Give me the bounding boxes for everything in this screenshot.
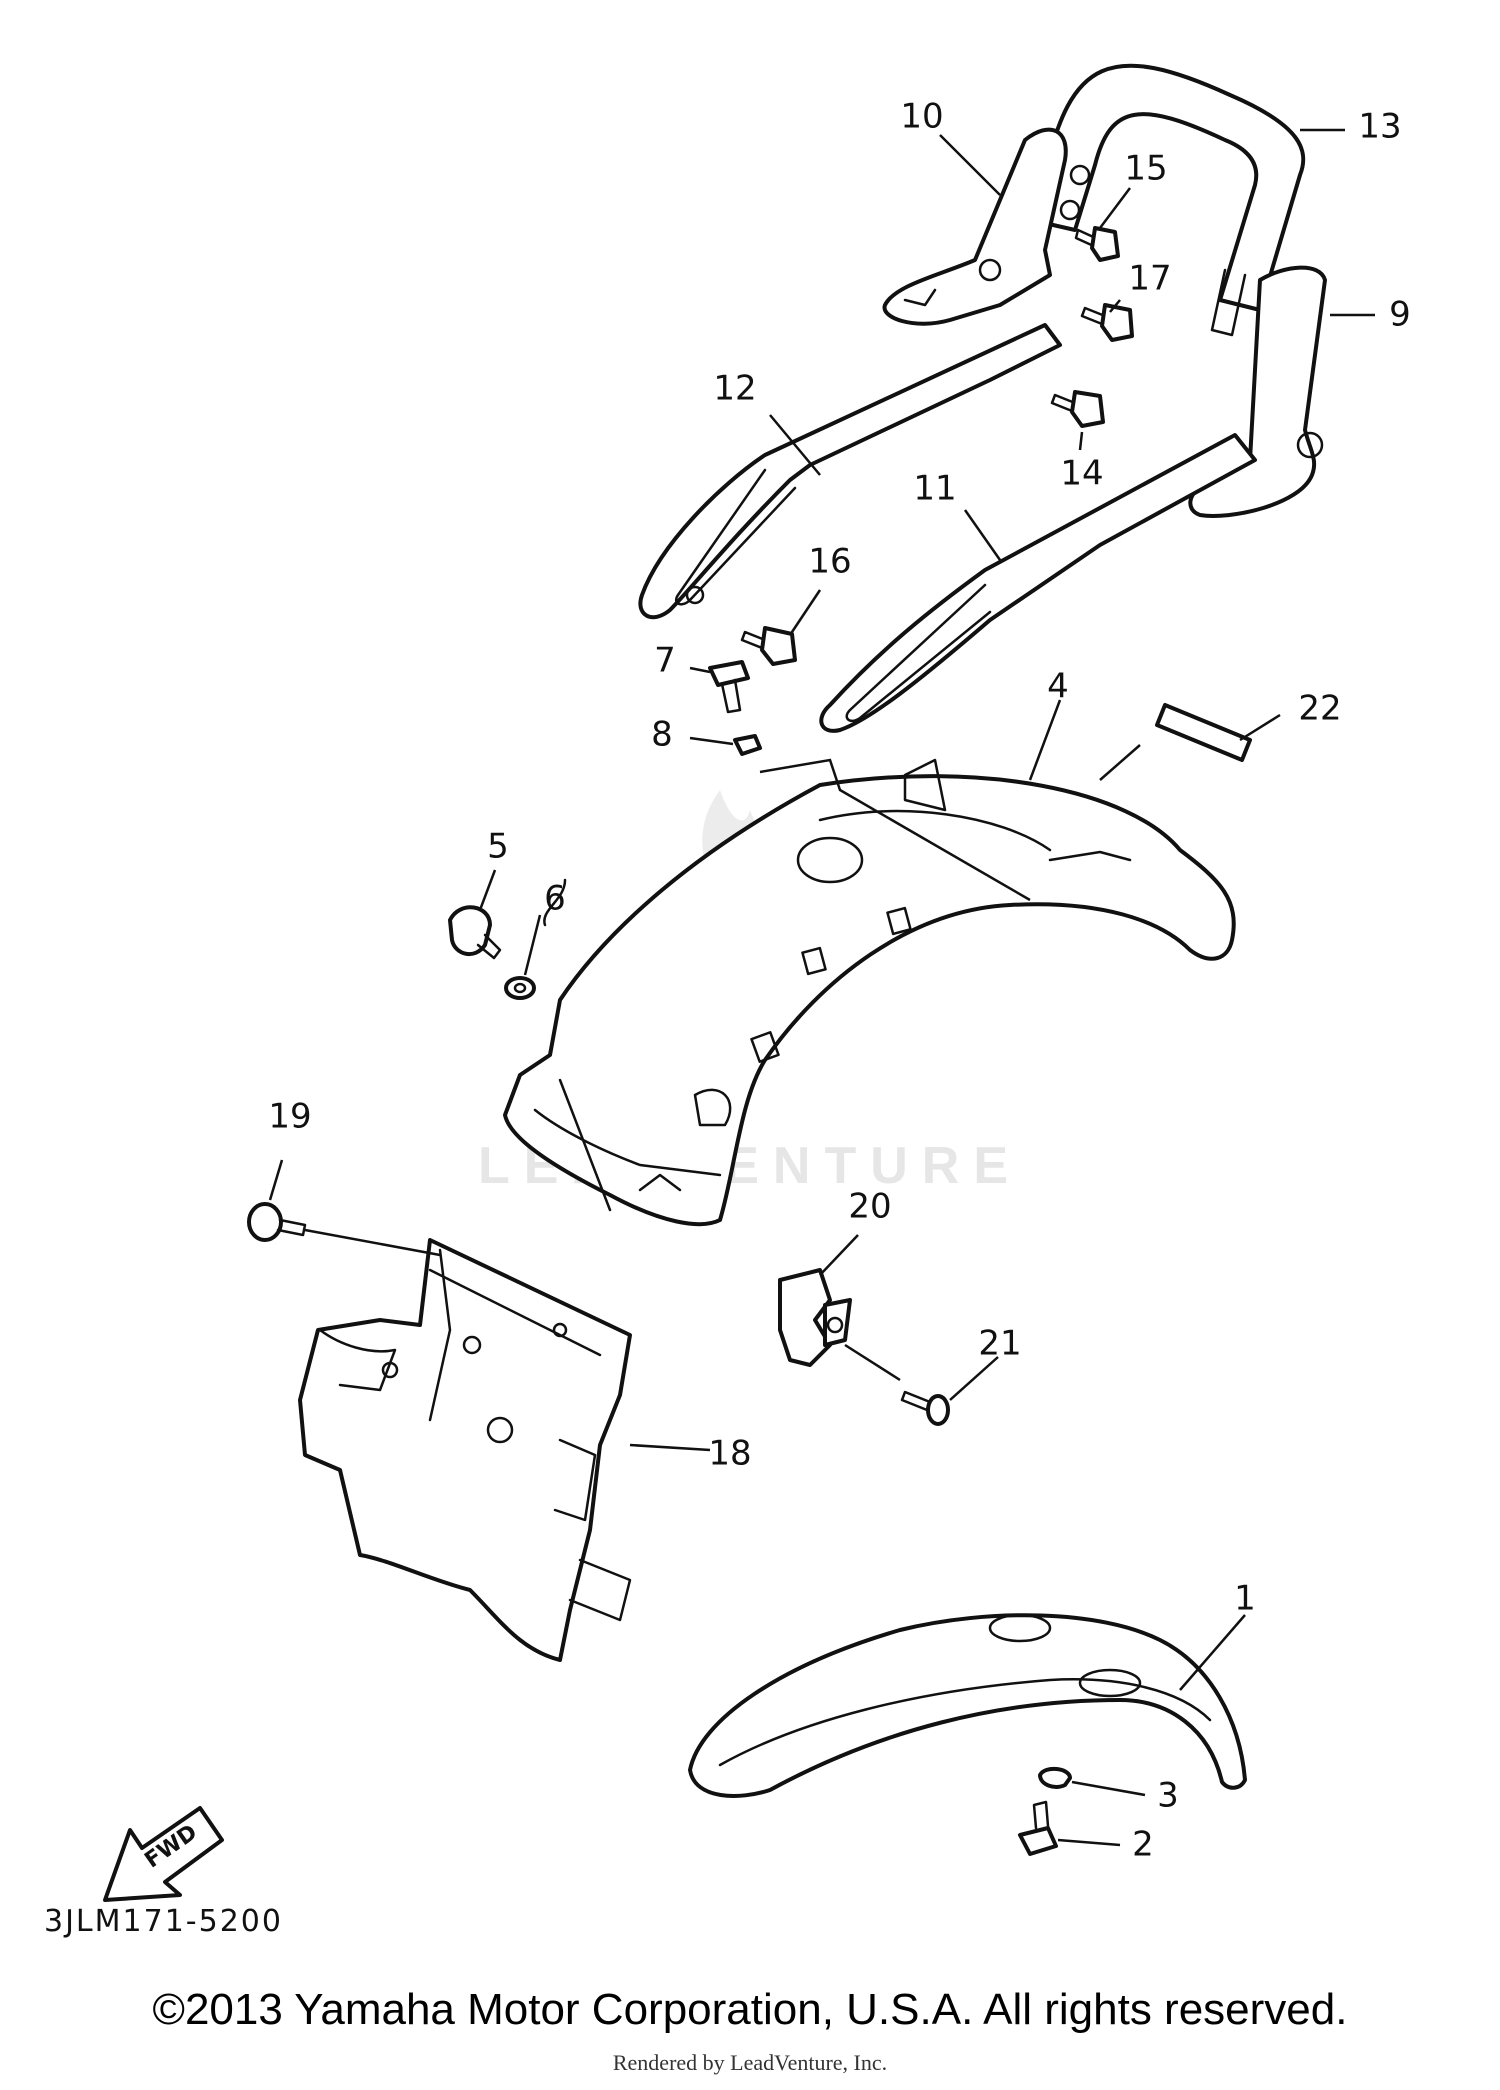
callout-7: 7 bbox=[654, 641, 676, 681]
callout-10: 10 bbox=[900, 97, 943, 137]
callout-16: 16 bbox=[808, 542, 851, 582]
callout-labels: 1 2 3 4 5 6 7 8 9 10 11 12 13 14 15 16 1… bbox=[268, 97, 1410, 1865]
callout-11: 11 bbox=[913, 469, 956, 509]
part-20-bracket bbox=[778, 1268, 852, 1367]
part-17-bolt bbox=[1080, 303, 1134, 342]
callout-18: 18 bbox=[708, 1434, 751, 1474]
part-15-bolt bbox=[1074, 226, 1120, 262]
part-3-nut bbox=[1038, 1766, 1072, 1789]
callout-12: 12 bbox=[713, 369, 756, 409]
callout-6: 6 bbox=[544, 879, 566, 919]
part-21-screw bbox=[900, 1390, 950, 1426]
part-9-right-bracket bbox=[1188, 265, 1327, 518]
part-19-screw bbox=[247, 1202, 307, 1242]
part-11-right-rail bbox=[819, 433, 1257, 733]
part-2-bolt bbox=[1018, 1800, 1058, 1856]
fwd-arrow: FWD bbox=[103, 1806, 224, 1902]
part-18-inner-guard bbox=[298, 1238, 632, 1662]
copyright-notice: ©2013 Yamaha Motor Corporation, U.S.A. A… bbox=[152, 1985, 1348, 2034]
callout-8: 8 bbox=[651, 715, 673, 755]
part-1-front-fender bbox=[688, 1613, 1247, 1798]
part-16-bolt bbox=[740, 626, 797, 666]
part-22-label bbox=[1155, 703, 1252, 762]
fasteners bbox=[247, 226, 1134, 1856]
callout-9: 9 bbox=[1389, 295, 1411, 335]
rendered-by-credit: Rendered by LeadVenture, Inc. bbox=[612, 2050, 888, 2075]
part-8-nut bbox=[733, 734, 762, 756]
callout-22: 22 bbox=[1298, 689, 1341, 729]
part-5-bolt bbox=[448, 905, 502, 960]
callout-4: 4 bbox=[1047, 667, 1069, 707]
part-10-left-bracket bbox=[882, 127, 1091, 326]
callout-1: 1 bbox=[1234, 1579, 1256, 1619]
callout-21: 21 bbox=[978, 1324, 1021, 1364]
part-13-grab-bar bbox=[1038, 63, 1306, 337]
part-4-rear-fender bbox=[503, 758, 1236, 1227]
callout-20: 20 bbox=[848, 1187, 891, 1227]
callout-14: 14 bbox=[1060, 454, 1103, 494]
reference-code: 3JLM171-5200 bbox=[44, 1904, 283, 1939]
callout-13: 13 bbox=[1358, 107, 1401, 147]
callout-17: 17 bbox=[1128, 259, 1171, 299]
part-12-left-rail bbox=[638, 323, 1062, 620]
callout-19: 19 bbox=[268, 1097, 311, 1137]
part-6-washer bbox=[504, 976, 536, 1000]
callout-5: 5 bbox=[487, 827, 509, 867]
leader-lines bbox=[268, 128, 1375, 1847]
callout-3: 3 bbox=[1157, 1776, 1179, 1816]
part-14-bolt bbox=[1050, 390, 1105, 428]
part-7-bolt bbox=[708, 660, 750, 714]
callout-15: 15 bbox=[1124, 149, 1167, 189]
callout-2: 2 bbox=[1132, 1825, 1154, 1865]
